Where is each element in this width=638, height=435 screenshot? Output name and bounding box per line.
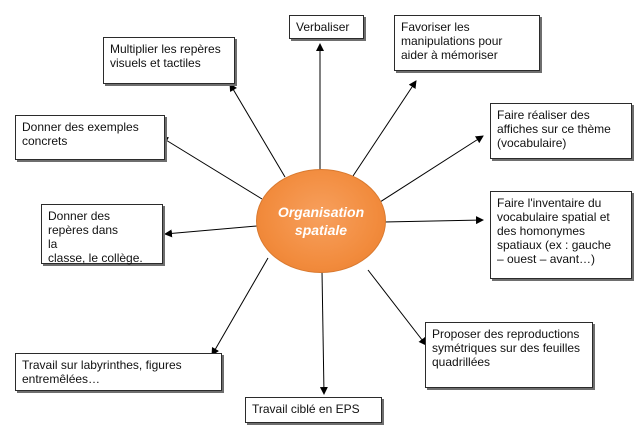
node-affiches: Faire réaliser des affiches sur ce thème… [490, 103, 632, 159]
node-inventaire: Faire l'inventaire du vocabulaire spatia… [490, 191, 632, 279]
arrow-to-reperes-visuels [229, 83, 286, 178]
node-exemples: Donner des exemples concrets [15, 115, 165, 160]
arrow-to-eps [319, 270, 328, 395]
node-affiches-label: Faire réaliser des affiches sur ce thème… [497, 108, 611, 150]
node-verbaliser: Verbaliser [289, 15, 364, 39]
node-manipulations: Favoriser les manipulations pour aider à… [394, 15, 540, 71]
node-reperes-classe-label: Donner des repères dans la classe, le co… [48, 209, 143, 265]
node-labyrinthes-label: Travail sur labyrinthes, figures entremê… [22, 358, 182, 386]
node-inventaire-label: Faire l'inventaire du vocabulaire spatia… [497, 196, 612, 266]
arrow-to-reproductions [367, 269, 427, 346]
node-verbaliser-label: Verbaliser [296, 20, 350, 34]
central-topic: Organisation spatiale [256, 169, 386, 273]
node-reperes-visuels: Multiplier les repères visuels et tactil… [103, 37, 235, 84]
node-reperes-classe: Donner des repères dans la classe, le co… [41, 204, 163, 265]
arrow-to-manipulations [352, 80, 417, 177]
arrow-to-labyrinthes [211, 257, 269, 356]
arrow-to-affiches [379, 135, 484, 203]
node-reperes-visuels-label: Multiplier les repères visuels et tactil… [110, 42, 221, 70]
arrow-to-reperes-classe [164, 225, 258, 238]
node-labyrinthes: Travail sur labyrinthes, figures entremê… [15, 353, 222, 391]
arrow-to-inventaire [383, 216, 484, 225]
node-reproductions-label: Proposer des reproductions symétriques s… [432, 327, 581, 369]
arrow-to-exemples [160, 136, 263, 200]
node-exemples-label: Donner des exemples concrets [22, 120, 139, 148]
node-reproductions: Proposer des reproductions symétriques s… [425, 322, 593, 388]
node-manipulations-label: Favoriser les manipulations pour aider à… [401, 20, 503, 62]
node-eps-label: Travail ciblé en EPS [252, 402, 360, 416]
central-topic-label: Organisation spatiale [277, 204, 365, 238]
node-eps: Travail ciblé en EPS [245, 397, 382, 423]
